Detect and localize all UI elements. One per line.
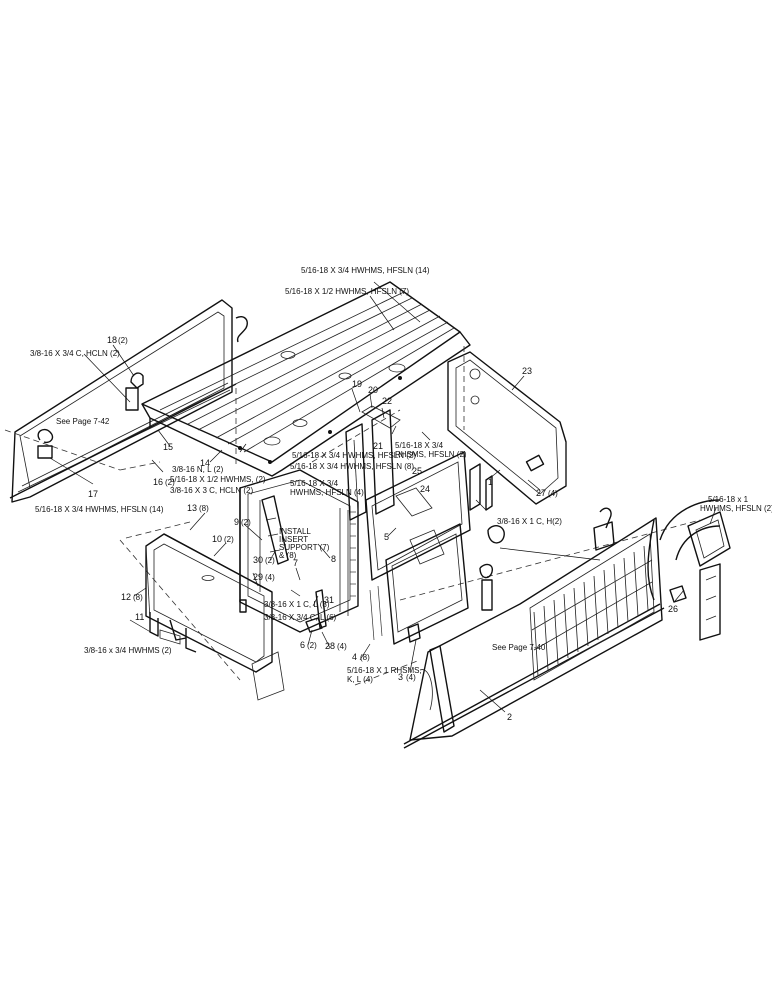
assembly-notes: INSTALL INSERT SUPPORT (7) & (8) See Pag…: [56, 417, 546, 652]
qty-3: (4): [406, 673, 416, 682]
callout-2: 2: [507, 712, 512, 722]
qty-6: (2): [307, 641, 317, 650]
hardware-note: 3/8-16 X 1 C, L (8): [264, 600, 330, 609]
front-grille: [403, 517, 665, 749]
hardware-note: 5/16-18 X 3/4 HWHMS, HFSLN (8): [290, 462, 414, 471]
hardware-note: K, L (4): [347, 675, 373, 684]
enclosure-outline: [119, 346, 701, 686]
install-note: INSTALL: [279, 527, 311, 536]
callout-12: 12: [121, 592, 131, 602]
callout-3: 3: [398, 672, 403, 682]
install-note: SUPPORT (7): [279, 543, 330, 552]
callout-9: 9: [234, 517, 239, 527]
hardware-note: 5/16-18 X 1/2 HWHMS, HFSLN (7): [285, 287, 409, 296]
callout-7: 7: [293, 558, 298, 568]
qty-16: (2): [165, 478, 175, 487]
qty-12: (8): [133, 593, 143, 602]
callout-31: 31: [324, 595, 334, 605]
callout-18: 18: [107, 335, 117, 345]
hardware-note: 5/16-18 X 3/4: [395, 441, 444, 450]
hardware-note: HWHMS, HFSLN (4): [290, 488, 364, 497]
callout-5: 5: [384, 532, 389, 542]
callout-17: 17: [88, 489, 98, 499]
callout-8: 8: [331, 554, 336, 564]
callout-14: 14: [200, 458, 210, 468]
hardware-note: HWHMS, HFSLN (2): [700, 504, 772, 513]
callout-26: 26: [668, 604, 678, 614]
qty-18: (2): [118, 336, 128, 345]
hardware-note: 5/16-18 X 3/4 HWHMS, HFSLN (14): [35, 505, 164, 514]
hardware-note: 3/8-16 X 3/4 C, L (6): [264, 613, 337, 622]
callout-15: 15: [163, 442, 173, 452]
hardware-note: 5/16-18 X 1 RHSMS,: [347, 666, 422, 675]
left-side-panel: [4, 299, 248, 503]
callout-10: 10: [212, 534, 222, 544]
right-fender-bracket: [647, 499, 731, 641]
hardware-note: 5/16-18 X 1/2 HWHMS, (2): [170, 475, 266, 484]
qty-9: (2): [241, 518, 251, 527]
callout-20: 20: [368, 385, 378, 395]
callout-23: 23: [522, 366, 532, 376]
hardware-note: RHSMS, HFSLN (2): [395, 450, 467, 459]
qty-30: (2): [265, 556, 275, 565]
callout-6: 6: [300, 640, 305, 650]
callout-30: 30: [253, 555, 263, 565]
hardware-note: 5/16-18 X 3/4 HWHMS, HFSLN (2): [292, 451, 416, 460]
qty-27: (4): [548, 489, 558, 498]
hardware-notes: 5/16-18 X 3/4 HWHMS, HFSLN (14) 5/16-18 …: [30, 266, 772, 684]
callout-27: 27: [536, 488, 546, 498]
hardware-note: 5/16-18 X 3/4 HWHMS, HFSLN (14): [301, 266, 430, 275]
callout-numbers: 1 2 3 4 5 6 7 8 9 10 11 12 13 14 15 16 1…: [88, 335, 678, 722]
qty-28: (4): [337, 642, 347, 651]
callout-29: 29: [253, 572, 263, 582]
hardware-note: 5/16-18 x 1: [708, 495, 749, 504]
callout-25: 25: [412, 466, 422, 476]
top-hood-panel: [141, 281, 471, 477]
callout-4: 4: [352, 652, 357, 662]
callout-13: 13: [187, 503, 197, 513]
callout-1: 1: [488, 477, 493, 487]
install-note: INSERT: [279, 535, 308, 544]
callout-28: 28: [325, 641, 335, 651]
install-note: & (8): [279, 551, 297, 560]
see-page-reference: See Page 7-42: [56, 417, 110, 426]
callout-24: 24: [420, 484, 430, 494]
see-page-reference: See Page 7-40: [492, 643, 546, 652]
fan-shroud-box: [365, 451, 471, 645]
callout-16: 16: [153, 477, 163, 487]
hardware-note: 3/8-16 x 3/4 HWHMS (2): [84, 646, 172, 655]
hardware-note: 3/8-16 X 3/4 C, HCLN (2): [30, 349, 120, 358]
hardware-note: 3/8-16 N, L (2): [172, 465, 224, 474]
rear-uprights: [345, 405, 401, 521]
callout-22: 22: [382, 396, 392, 406]
callout-21: 21: [373, 441, 383, 451]
leader-lines: [49, 281, 717, 713]
callout-11: 11: [135, 612, 144, 622]
qty-4: (8): [360, 653, 370, 662]
right-side-door: [447, 351, 567, 505]
qty-29: (4): [265, 573, 275, 582]
qty-10: (2): [224, 535, 234, 544]
front-lower-panel: [145, 533, 285, 701]
qty-13: (8): [199, 504, 209, 513]
callout-quantities: (4) (8) (2) (2) (2) (8) (8) (2) (2) (4) …: [118, 336, 558, 682]
hardware-note: 3/8-16 X 1 C, H(2): [497, 517, 562, 526]
callout-19: 19: [352, 379, 362, 389]
hardware-note: 3/8-16 X 3 C, HCLN (2): [170, 486, 253, 495]
hardware-note: 5/16-18 X 3/4: [290, 479, 339, 488]
